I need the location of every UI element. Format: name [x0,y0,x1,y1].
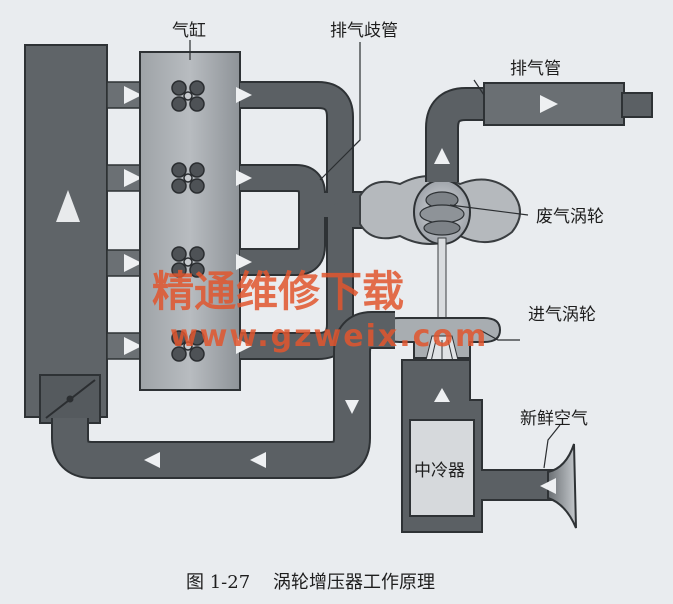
tailpipe [621,92,653,118]
leader-lines [189,40,561,469]
intake-manifold [24,44,108,418]
label-cylinder: 气缸 [172,20,206,41]
watermark-title: 精通维修下载 [152,267,404,316]
fresh-air-horn [547,443,577,529]
exhaust-flow-arrows [236,87,252,354]
label-intake-turbine: 进气涡轮 [528,305,596,325]
turbo-shaft [437,237,447,329]
label-fresh-air: 新鲜空气 [520,409,588,429]
charge-air-arrows [144,400,359,468]
cylinder-valves [171,80,205,362]
charge-air-pipe [51,311,395,479]
intake-runner-arrows [124,86,142,355]
figure-caption: 图 1-27 涡轮增压器工作原理 [186,572,435,593]
intercooler-core [409,419,475,517]
watermark-url: www.gzweix.com [170,319,488,354]
label-exhaust-turbine: 废气涡轮 [536,207,604,227]
cylinder-block [139,51,241,391]
label-intercooler: 中冷器 [414,461,465,481]
intake-manifold-arrow-icon [56,190,80,222]
fresh-air-arrow-icon [540,478,556,494]
label-exhaust-pipe: 排气管 [510,59,561,79]
muffler-arrow-icon [540,95,558,113]
label-exhaust-manifold: 排气歧管 [330,21,398,41]
exhaust-upflow-arrow-icon [434,148,450,164]
exhaust-outlet-pipe [425,87,495,182]
intercooler-arrow-icon [434,388,450,402]
turbine-wheel [413,179,471,245]
